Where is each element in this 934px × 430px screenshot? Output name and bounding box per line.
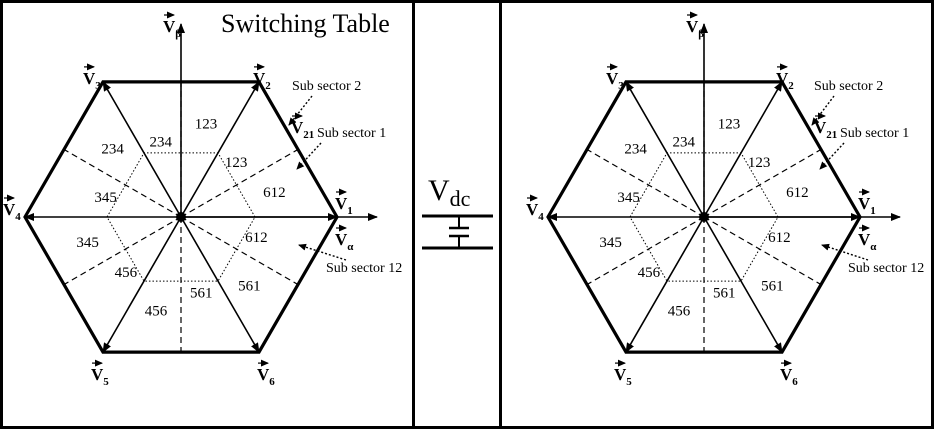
sector-label-outer: 234 [101, 142, 124, 158]
sector-label-inner: 345 [94, 190, 117, 206]
sector-label-outer: 123 [718, 117, 741, 133]
svg-text:V5: V5 [614, 365, 632, 388]
voltage-vector-arrow [102, 216, 182, 353]
sector-label-outer: 612 [263, 185, 286, 201]
annotation-sub-sector-1: Sub sector 1 [840, 126, 909, 141]
annotation-sub-sector-2: Sub sector 2 [814, 79, 883, 94]
svg-text:V6: V6 [780, 365, 798, 388]
annotation-arrow [298, 243, 347, 261]
annotation-arrow [819, 142, 845, 170]
vector-label-v5: V5 [614, 359, 632, 388]
annotation-arrow [821, 243, 869, 261]
svg-text:V6: V6 [257, 365, 275, 388]
sector-label-inner: 234 [150, 135, 173, 151]
vector-label-v6: V6 [780, 359, 798, 388]
sector-bisector-line [180, 216, 299, 286]
vector-label-v21: V21 [814, 112, 837, 141]
annotation-sub-sector-12: Sub sector 12 [326, 261, 402, 276]
vector-label-v6: V6 [257, 359, 275, 388]
voltage-vector-arrow [180, 81, 260, 218]
svg-text:Vα: Vα [858, 230, 877, 253]
svg-text:Vβ: Vβ [163, 17, 181, 40]
annotation-sub-sector-2: Sub sector 2 [292, 79, 361, 94]
svg-text:V4: V4 [3, 200, 21, 223]
voltage-vector-arrow [703, 81, 783, 218]
sector-label-inner: 612 [768, 230, 791, 246]
sector-label-inner: 456 [115, 265, 138, 281]
sector-label-inner: 561 [190, 285, 213, 301]
svg-text:V4: V4 [526, 200, 544, 223]
vector-label-v1: V1 [858, 188, 876, 217]
svg-text:V1: V1 [335, 194, 353, 217]
beta-axis-label: Vβ [163, 11, 181, 40]
diagram-title: Switching Table [221, 9, 390, 38]
voltage-vector-arrow [703, 216, 783, 353]
origin-dot [699, 212, 709, 222]
sector-bisector-line [586, 216, 705, 286]
sector-label-outer: 456 [668, 303, 691, 319]
space-vector-diagram-left: 612 123 234 345 456 561 612 123 234 345 456 561 V1 V2… [3, 11, 402, 388]
sector-label-outer: 123 [195, 117, 218, 133]
annotation-arrow [296, 142, 322, 170]
sector-label-inner: 123 [225, 155, 248, 171]
svg-text:V2: V2 [776, 69, 794, 92]
svg-text:V5: V5 [91, 365, 109, 388]
vector-label-v3: V3 [606, 63, 624, 92]
alpha-axis-label: Vα [858, 224, 877, 253]
vector-label-v5: V5 [91, 359, 109, 388]
sector-label-outer: 456 [145, 303, 168, 319]
voltage-vector-arrow [102, 81, 182, 218]
sector-label-inner: 456 [638, 265, 661, 281]
voltage-vector-arrow [625, 216, 705, 353]
beta-axis-label: Vβ [686, 11, 704, 40]
dc-source: Vdc [422, 174, 493, 250]
vector-label-v4: V4 [526, 194, 544, 223]
vector-label-v2: V2 [253, 63, 271, 92]
svg-text:V21: V21 [291, 118, 314, 141]
sector-label-outer: 561 [761, 278, 784, 294]
vector-label-v2: V2 [776, 63, 794, 92]
sector-bisector-line [63, 216, 182, 286]
svg-text:V21: V21 [814, 118, 837, 141]
vector-label-v3: V3 [83, 63, 101, 92]
sector-label-outer: 561 [238, 278, 261, 294]
sector-label-outer: 612 [786, 185, 809, 201]
origin-dot [176, 212, 186, 222]
sector-bisector-line [180, 148, 299, 218]
alpha-axis-label: Vα [335, 224, 354, 253]
dc-source-label: Vdc [428, 174, 471, 211]
sector-bisector-line [63, 148, 182, 218]
sector-label-inner: 345 [617, 190, 640, 206]
sector-bisector-line [586, 148, 705, 218]
svg-text:V2: V2 [253, 69, 271, 92]
svg-text:Vβ: Vβ [686, 17, 704, 40]
sector-label-inner: 561 [713, 285, 736, 301]
sector-bisector-line [703, 216, 822, 286]
sector-label-outer: 345 [599, 235, 622, 251]
sector-label-outer: 234 [624, 142, 647, 158]
annotation-sub-sector-1: Sub sector 1 [317, 126, 386, 141]
space-vector-diagram-right: 612 123 234 345 456 561 612 123 234 345 456 561 V1 V2… [526, 11, 924, 388]
vector-label-v21: V21 [291, 112, 314, 141]
sector-label-inner: 234 [673, 135, 696, 151]
sector-label-outer: 345 [76, 235, 99, 251]
vector-label-v4: V4 [3, 194, 21, 223]
svg-text:Vα: Vα [335, 230, 354, 253]
voltage-vector-arrow [180, 216, 260, 353]
sector-label-inner: 612 [245, 230, 268, 246]
sector-label-inner: 123 [748, 155, 771, 171]
right-panel-frame [499, 0, 934, 429]
sector-bisector-line [703, 148, 822, 218]
svg-text:V3: V3 [606, 69, 624, 92]
vector-label-v1: V1 [335, 188, 353, 217]
voltage-vector-arrow [625, 81, 705, 218]
svg-text:V3: V3 [83, 69, 101, 92]
annotation-sub-sector-12: Sub sector 12 [848, 261, 924, 276]
svg-text:V1: V1 [858, 194, 876, 217]
